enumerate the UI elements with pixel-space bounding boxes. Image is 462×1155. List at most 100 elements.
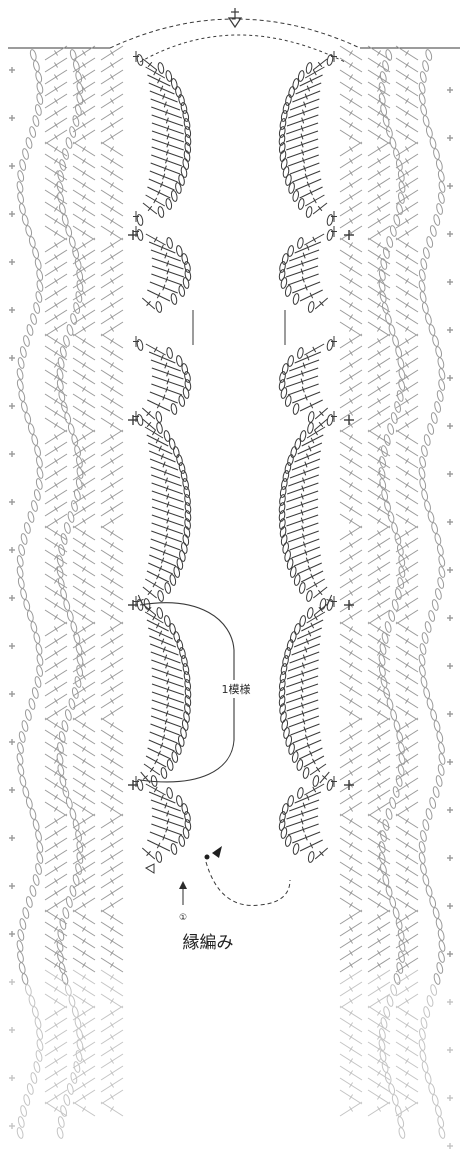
treble-bar-icon bbox=[82, 662, 85, 667]
treble-bar-icon bbox=[82, 434, 85, 439]
treble-bar-icon bbox=[82, 578, 85, 583]
treble-bar-icon bbox=[82, 818, 85, 823]
treble-bar-icon bbox=[54, 578, 57, 583]
treble-bar-icon bbox=[110, 1094, 113, 1099]
treble-bar-icon bbox=[349, 662, 352, 667]
treble-bar-icon bbox=[349, 722, 352, 727]
treble-bar-icon bbox=[349, 902, 352, 907]
chain-stitch-icon bbox=[30, 1072, 38, 1084]
treble-bar-icon bbox=[110, 998, 113, 1003]
treble-bar-icon bbox=[82, 158, 85, 163]
chain-stitch-icon bbox=[160, 767, 167, 779]
chain-stitch-icon bbox=[58, 390, 66, 402]
treble-bar-icon bbox=[82, 542, 85, 547]
chain-stitch-icon bbox=[35, 1050, 43, 1062]
chain-stitch-icon bbox=[19, 159, 27, 171]
treble-bar-icon bbox=[82, 926, 85, 931]
treble-bar-icon bbox=[54, 230, 57, 235]
treble-bar-icon bbox=[377, 218, 380, 223]
treble-bar-icon bbox=[82, 698, 85, 703]
chain-stitch-icon bbox=[24, 412, 32, 424]
treble-bar-icon bbox=[377, 410, 380, 415]
treble-bar-icon bbox=[349, 626, 352, 631]
treble-bar-icon bbox=[377, 566, 380, 571]
treble-bar-icon bbox=[110, 182, 113, 187]
treble-bar-icon bbox=[349, 1058, 352, 1063]
treble-bar-icon bbox=[82, 986, 85, 991]
chain-stitch-icon bbox=[384, 500, 392, 512]
treble-bar-icon bbox=[110, 494, 113, 499]
treble-bar-icon bbox=[349, 50, 352, 55]
chain-stitch-icon bbox=[69, 49, 77, 61]
treble-bar-icon bbox=[54, 974, 57, 979]
treble-bar-icon bbox=[54, 1094, 57, 1099]
treble-bar-icon bbox=[82, 1070, 85, 1075]
treble-bar-icon bbox=[405, 482, 408, 487]
fasten-off-icon bbox=[212, 846, 222, 858]
treble-bar-icon bbox=[377, 698, 380, 703]
chain-stitch-icon bbox=[308, 301, 315, 313]
treble-bar-icon bbox=[54, 170, 57, 175]
treble-bar-icon bbox=[405, 98, 408, 103]
treble-bar-icon bbox=[405, 710, 408, 715]
chain-stitch-icon bbox=[389, 137, 397, 149]
treble-bar-icon bbox=[349, 482, 352, 487]
treble-bar-icon bbox=[54, 494, 57, 499]
treble-bar-icon bbox=[405, 950, 408, 955]
treble-bar-icon bbox=[405, 830, 408, 835]
chain-stitch-icon bbox=[35, 863, 43, 875]
chain-stitch-icon bbox=[424, 621, 432, 633]
treble-bar-icon bbox=[82, 278, 85, 283]
treble-bar-icon bbox=[349, 770, 352, 775]
chain-stitch-icon bbox=[308, 851, 315, 863]
chain-stitch-icon bbox=[285, 735, 292, 747]
treble-bar-icon bbox=[377, 446, 380, 451]
chain-stitch-icon bbox=[178, 174, 185, 186]
chain-stitch-icon bbox=[16, 368, 24, 380]
treble-bar-icon bbox=[349, 158, 352, 163]
chain-stitch-icon bbox=[437, 357, 445, 369]
treble-bar-icon bbox=[377, 614, 380, 619]
chain-stitch-icon bbox=[427, 511, 435, 523]
chain-stitch-icon bbox=[25, 225, 33, 237]
chain-stitch-icon bbox=[74, 258, 82, 270]
treble-bar-icon bbox=[82, 254, 85, 259]
chain-stitch-icon bbox=[428, 324, 436, 336]
treble-bar-icon bbox=[377, 194, 380, 199]
treble-bar-icon bbox=[54, 926, 57, 931]
treble-bar-icon bbox=[82, 206, 85, 211]
chain-stitch-icon bbox=[169, 623, 176, 635]
treble-bar-icon bbox=[82, 122, 85, 127]
chain-stitch-icon bbox=[425, 808, 433, 820]
chain-stitch-icon bbox=[16, 555, 24, 567]
chain-stitch-icon bbox=[433, 148, 441, 160]
chain-stitch-icon bbox=[36, 654, 44, 666]
treble-bar-icon bbox=[110, 878, 113, 883]
treble-bar-icon bbox=[405, 962, 408, 967]
treble-bar-icon bbox=[349, 638, 352, 643]
chain-stitch-icon bbox=[438, 555, 446, 567]
treble-bar-icon bbox=[405, 770, 408, 775]
treble-bar-icon bbox=[110, 386, 113, 391]
treble-bar-icon bbox=[110, 50, 113, 55]
chain-stitch-icon bbox=[36, 280, 44, 292]
chain-stitch-icon bbox=[166, 759, 173, 771]
treble-bar-icon bbox=[349, 914, 352, 919]
treble-bar-icon bbox=[54, 794, 57, 799]
chain-stitch-icon bbox=[157, 590, 164, 602]
treble-bar-icon bbox=[405, 290, 408, 295]
chain-stitch-icon bbox=[35, 456, 43, 468]
treble-bar-icon bbox=[405, 938, 408, 943]
treble-bar-icon bbox=[54, 530, 57, 535]
treble-bar-icon bbox=[82, 878, 85, 883]
chain-stitch-icon bbox=[424, 1072, 432, 1084]
treble-bar-icon bbox=[82, 362, 85, 367]
treble-bar-icon bbox=[349, 314, 352, 319]
chain-stitch-icon bbox=[23, 522, 31, 534]
chain-stitch-icon bbox=[426, 698, 434, 710]
treble-bar-icon bbox=[54, 50, 57, 55]
chain-stitch-icon bbox=[23, 335, 31, 347]
treble-bar-icon bbox=[349, 98, 352, 103]
chain-stitch-icon bbox=[438, 951, 446, 963]
chain-stitch-icon bbox=[302, 767, 309, 779]
